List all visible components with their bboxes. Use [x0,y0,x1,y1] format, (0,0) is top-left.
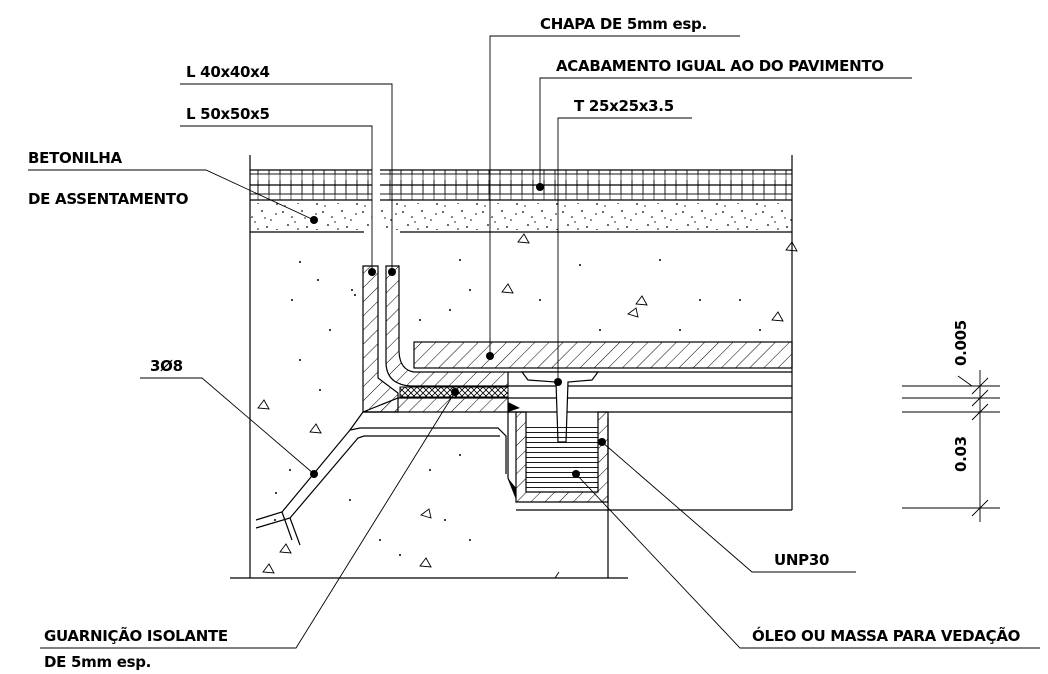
rebar-3-8 [255,411,507,546]
concrete-dots [274,259,761,556]
steel-plate-5mm [413,341,793,413]
pavement-finish-left [250,169,372,201]
pavement-finish-right [380,169,792,201]
label-oleo: ÓLEO OU MASSA PARA VEDAÇÃO [752,626,1020,645]
leader-lines [28,35,1040,649]
label-l50: L 50x50x5 [186,105,270,123]
unp30-channel [507,402,609,503]
label-unp30: UNP30 [774,551,829,569]
dimension-003: 0.03 [952,436,970,472]
label-rebar: 3Ø8 [150,357,183,375]
label-betonilha-2: DE ASSENTAMENTO [28,190,188,208]
screed-layer [250,203,792,233]
label-acabamento: ACABAMENTO IGUAL AO DO PAVIMENTO [556,57,884,75]
dimension-0005: 0.005 [952,320,970,366]
label-guarnicao-2: DE 5mm esp. [44,653,151,671]
label-chapa: CHAPA DE 5mm esp. [540,15,707,33]
label-t25: T 25x25x3.5 [574,97,674,115]
dimension-marks [902,370,1000,522]
label-betonilha-1: BETONILHA [28,149,123,167]
label-l40: L 40x40x4 [186,63,270,81]
concrete-aggregate [257,233,798,579]
label-guarnicao-1: GUARNIÇÃO ISOLANTE [44,626,228,645]
